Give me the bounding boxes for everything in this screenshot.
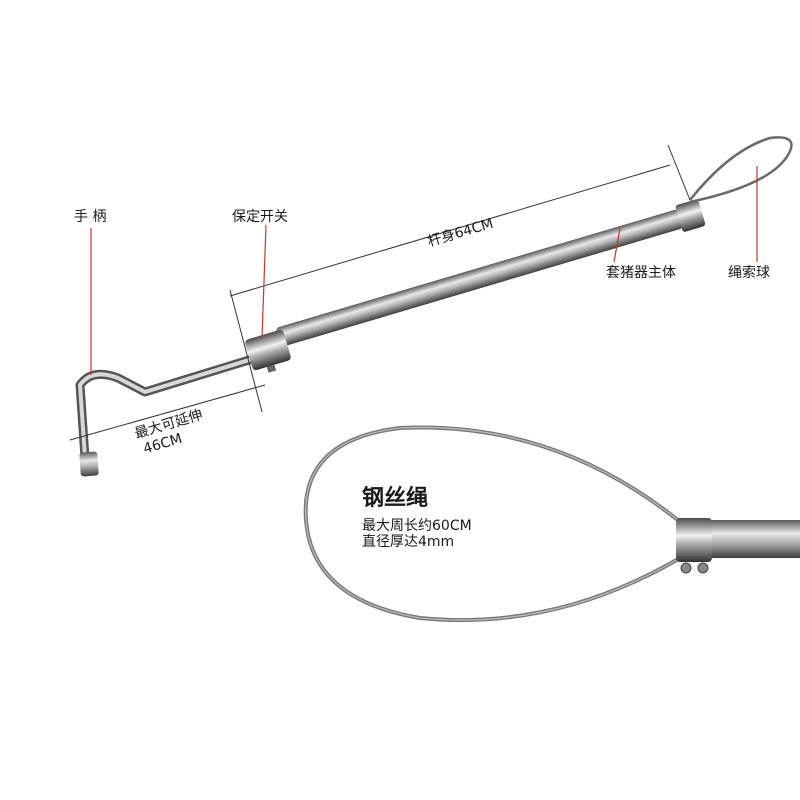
- handle-hook: [75, 351, 267, 477]
- wire-spec-line2: 直径厚达4mm: [362, 534, 455, 550]
- rope-ball-label: 绳索球: [728, 265, 770, 281]
- dimension-line-rod: [229, 144, 691, 413]
- dimension-line-extend: [69, 384, 266, 441]
- detail-rod: [676, 518, 800, 574]
- lock-switch-label: 保定开关: [232, 209, 288, 225]
- rope-loop-small: [689, 136, 793, 204]
- lock-switch-collar: [245, 329, 291, 373]
- main-rod: [276, 199, 706, 347]
- handle-label: 手 柄: [74, 209, 107, 225]
- wire-spec: 最大周长约60CM 直径厚达4mm: [362, 518, 472, 550]
- wire-rope-loop-large: [303, 425, 692, 623]
- wire-rope-title: 钢丝绳: [362, 486, 429, 511]
- main-body-label: 套猪器主体: [606, 265, 676, 281]
- wire-spec-line1: 最大周长约60CM: [362, 518, 472, 534]
- callout-lines: [90, 166, 758, 375]
